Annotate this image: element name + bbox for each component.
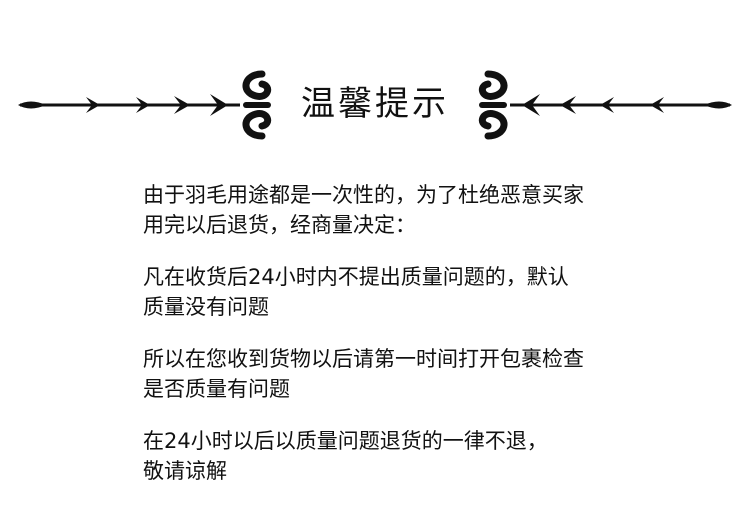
page-title: 温馨提示 xyxy=(301,84,449,124)
paragraph-line: 凡在收货后24小时内不提出质量问题的，默认 xyxy=(143,265,569,289)
notice-body: 由于羽毛用途都是一次性的，为了杜绝恶意买家 用完以后退货，经商量决定： 凡在收货… xyxy=(143,180,663,508)
paragraph-line: 是否质量有问题 xyxy=(143,377,290,401)
left-scroll-ornament-icon xyxy=(242,70,272,140)
paragraph-line: 在24小时以后以质量问题退货的一律不退， xyxy=(143,429,548,453)
notice-paragraph-4: 在24小时以后以质量问题退货的一律不退， 敬请谅解 xyxy=(143,426,663,486)
paragraph-line: 敬请谅解 xyxy=(143,459,227,483)
paragraph-line: 由于羽毛用途都是一次性的，为了杜绝恶意买家 xyxy=(143,183,584,207)
right-scroll-ornament-icon xyxy=(478,70,508,140)
left-arrow-line xyxy=(18,94,240,116)
paragraph-line: 所以在您收到货物以后请第一时间打开包裹检查 xyxy=(143,347,584,371)
right-arrow-line xyxy=(510,94,732,116)
notice-paragraph-3: 所以在您收到货物以后请第一时间打开包裹检查 是否质量有问题 xyxy=(143,344,663,404)
notice-paragraph-2: 凡在收货后24小时内不提出质量问题的，默认 质量没有问题 xyxy=(143,262,663,322)
paragraph-line: 用完以后退货，经商量决定： xyxy=(143,213,416,237)
decorative-header-ornament xyxy=(18,70,732,140)
notice-paragraph-1: 由于羽毛用途都是一次性的，为了杜绝恶意买家 用完以后退货，经商量决定： xyxy=(143,180,663,240)
paragraph-line: 质量没有问题 xyxy=(143,295,269,319)
